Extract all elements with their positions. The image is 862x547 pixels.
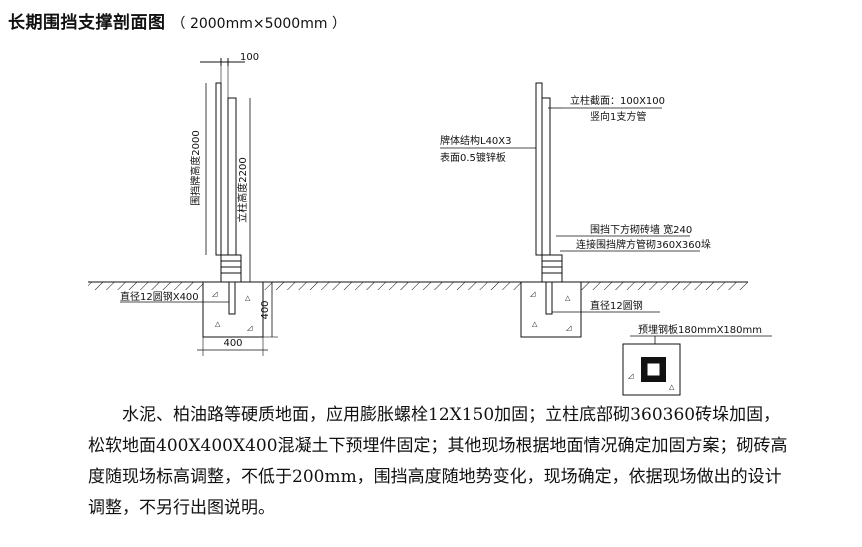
svg-text:◿: ◿ (628, 372, 634, 380)
right-post-section-line1: 立柱截面：100X100 (570, 94, 665, 107)
left-elevation-view: ◿ △ △ ◿ 100 围挡牌高度2000 立柱高度2200 直径12圆钢X40… (120, 52, 278, 356)
svg-text:△: △ (565, 294, 571, 302)
right-rebar-label: 直径12圆钢 (590, 299, 643, 312)
ground-hatch (88, 282, 748, 290)
drawing-title-row: 长期围挡支撑剖面图 （ 2000mm×5000mm ） (8, 8, 346, 33)
embed-plate-label: 预埋钢板180mmX180mm (638, 323, 762, 336)
embed-plate-post-hole (647, 363, 660, 376)
left-embedded-rebar (228, 281, 236, 315)
left-post-height-label: 立柱高度2200 (236, 157, 249, 222)
svg-text:△: △ (532, 320, 538, 328)
right-post-section-line2: 竖向1支方管 (590, 110, 646, 123)
section-drawing: ◿ △ △ ◿ 100 围挡牌高度2000 立柱高度2200 直径12圆钢X40… (88, 52, 772, 396)
embed-plate-footing (622, 343, 681, 396)
right-post (535, 82, 543, 256)
svg-text:◿: ◿ (247, 324, 253, 332)
svg-text:△: △ (215, 320, 221, 328)
drawing-title: 长期围挡支撑剖面图 (8, 13, 166, 33)
svg-text:△: △ (669, 383, 675, 391)
right-sign-structure-line2: 表面0.5镀锌板 (440, 151, 506, 164)
left-footing-height: 400 (260, 300, 271, 319)
description-paragraph: 水泥、柏油路等硬质地面，应用膨胀螺栓12X150加固；立柱底部砌360360砖垛… (88, 405, 788, 518)
left-panel-height-label: 围挡牌高度2000 (189, 130, 202, 205)
svg-text:◿: ◿ (530, 290, 536, 298)
left-footing-width: 400 (223, 338, 242, 349)
right-brick-note: 围挡下方砌砖墙 宽240 (590, 223, 692, 236)
left-brick-pier (220, 254, 242, 283)
left-post (227, 97, 237, 256)
svg-text:◿: ◿ (566, 324, 572, 332)
right-connection-note: 连接围挡牌方管砌360X360垛 (576, 238, 711, 251)
drawing-subtitle: （ 2000mm×5000mm ） (171, 16, 346, 32)
right-embedded-rebar (545, 281, 553, 315)
left-rebar-label: 直径12圆钢X400 (120, 290, 199, 303)
right-section-view: ◿ △ △ ◿ 立柱截面：100X100 竖向1支方管 牌体结构L40X3 表面… (440, 82, 772, 396)
left-sign-panel (215, 82, 222, 256)
right-sign-structure-line1: 牌体结构L40X3 (440, 134, 512, 147)
left-dim-top: 100 (240, 52, 259, 63)
right-sign-panel (541, 97, 551, 256)
svg-text:◿: ◿ (212, 290, 218, 298)
svg-text:△: △ (245, 294, 251, 302)
right-brick-pier (541, 254, 563, 283)
